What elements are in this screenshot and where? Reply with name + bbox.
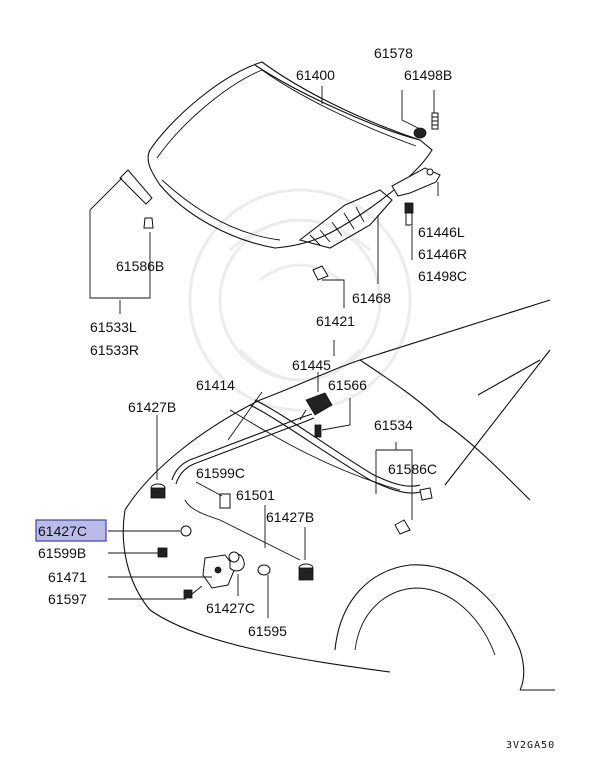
label-61599B[interactable]: 61599B bbox=[38, 545, 86, 561]
label-61578[interactable]: 61578 bbox=[374, 45, 413, 61]
watermark-emblem bbox=[188, 188, 412, 412]
hood-seal bbox=[249, 399, 421, 494]
label-61595[interactable]: 61595 bbox=[248, 623, 287, 639]
label-61446L[interactable]: 61446L bbox=[418, 224, 465, 240]
label-61445[interactable]: 61445 bbox=[292, 357, 331, 373]
bumper-61595 bbox=[257, 564, 271, 576]
label-61533R[interactable]: 61533R bbox=[90, 342, 139, 358]
clip-61421 bbox=[312, 265, 329, 281]
latch-assembly bbox=[202, 553, 245, 589]
label-61427C-selected[interactable]: 61427C bbox=[38, 523, 87, 539]
label-61586B[interactable]: 61586B bbox=[116, 258, 164, 274]
release-cable bbox=[184, 499, 301, 561]
cushion-61427B-bottom bbox=[298, 563, 314, 581]
label-61498B[interactable]: 61498B bbox=[404, 67, 452, 83]
bumper-stop bbox=[413, 112, 439, 139]
label-61471[interactable]: 61471 bbox=[48, 569, 87, 585]
label-61427B-bottom[interactable]: 61427B bbox=[266, 509, 314, 525]
lock-bracket-61566 bbox=[299, 392, 333, 438]
label-61566[interactable]: 61566 bbox=[328, 377, 367, 393]
label-61597[interactable]: 61597 bbox=[48, 591, 87, 607]
hood-support-bracket bbox=[119, 169, 154, 229]
clip-61586C bbox=[394, 487, 433, 535]
label-61498C[interactable]: 61498C bbox=[418, 268, 467, 284]
hood-panel bbox=[147, 61, 433, 249]
label-61533L[interactable]: 61533L bbox=[90, 319, 137, 335]
part-labels: 61400 61578 61498B 61586B 61533L 61533R … bbox=[35, 45, 467, 639]
label-61534[interactable]: 61534 bbox=[374, 417, 413, 433]
bushing-61599B bbox=[157, 547, 168, 558]
diagram-code: 3V2GA50 bbox=[506, 740, 555, 751]
label-61414[interactable]: 61414 bbox=[196, 377, 235, 393]
label-61427C-bottom[interactable]: 61427C bbox=[206, 600, 255, 616]
car-body-outline bbox=[122, 299, 555, 691]
label-61501[interactable]: 61501 bbox=[236, 487, 275, 503]
label-61586C[interactable]: 61586C bbox=[388, 461, 437, 477]
label-61599C[interactable]: 61599C bbox=[196, 465, 245, 481]
label-61446R[interactable]: 61446R bbox=[418, 246, 467, 262]
bushing-61599C bbox=[219, 493, 231, 509]
support-rod bbox=[171, 413, 315, 485]
bolt-61498C bbox=[404, 202, 414, 226]
label-61421[interactable]: 61421 bbox=[316, 313, 355, 329]
label-61468[interactable]: 61468 bbox=[352, 290, 391, 306]
cushion-61427B-top bbox=[150, 483, 166, 499]
label-61427B-top[interactable]: 61427B bbox=[128, 399, 176, 415]
cushion-61427C bbox=[180, 525, 240, 563]
label-61400[interactable]: 61400 bbox=[296, 67, 335, 83]
bolt-61597 bbox=[183, 585, 203, 599]
hood-hinge bbox=[391, 167, 441, 197]
leader-lines bbox=[89, 86, 439, 618]
selected-part-highlight[interactable] bbox=[35, 519, 107, 542]
